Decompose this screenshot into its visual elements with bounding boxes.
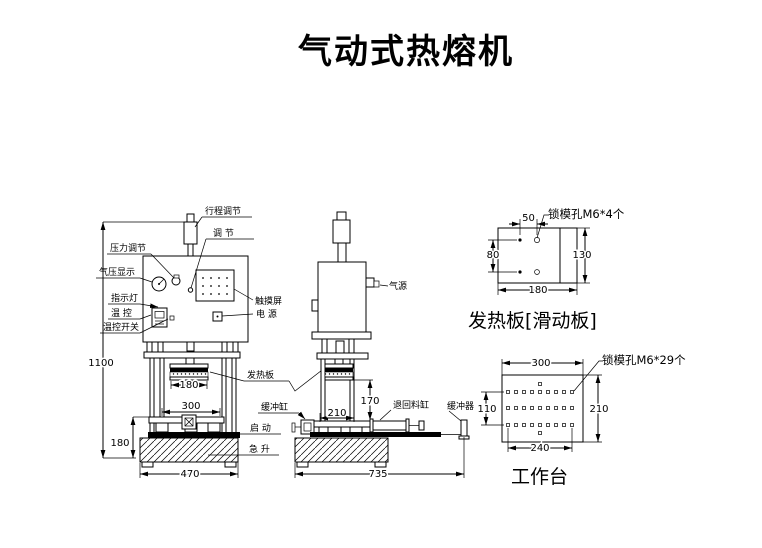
callout-start: 启 动 <box>250 422 271 434</box>
front-view: 1100 180 300 180 470 行程调节 调 节 <box>87 205 327 482</box>
pressure-regulator-knob <box>171 274 181 286</box>
front-dimensions: 1100 180 300 180 470 <box>87 221 239 482</box>
dim-base-height: 180 <box>110 438 129 449</box>
caption-heating-plate: 发热板[滑动板] <box>468 310 597 332</box>
callout-pressure-display: 气压显示 <box>99 266 135 278</box>
side-head-box <box>317 261 367 333</box>
dim-slide-depth: 210 <box>327 408 346 419</box>
dim-slide-width: 300 <box>181 401 200 412</box>
heating-plate-dims: 50 80 130 180 <box>485 212 593 298</box>
buffer-stop <box>441 419 470 440</box>
side-slide-table <box>291 419 441 437</box>
callout-buffer-cylinder: 缓冲缸 <box>261 401 288 413</box>
dim-total-height: 1100 <box>88 358 113 369</box>
side-frame <box>311 331 372 426</box>
side-callouts: 气源 退回料缸 缓冲器 <box>379 280 474 422</box>
heating-plate-outline <box>497 227 578 284</box>
machine-base-side <box>294 437 389 468</box>
air-inlet <box>365 277 380 288</box>
side-cylinder <box>332 211 351 264</box>
dim-worktable-height: 210 <box>589 404 608 415</box>
return-cylinder <box>369 418 425 433</box>
dim-heating-plate-width: 180 <box>179 380 198 391</box>
side-heating-stack <box>324 363 354 381</box>
dim-total-depth: 735 <box>368 469 387 480</box>
front-slide-table <box>148 414 240 438</box>
drawing-title: 气动式热熔机 <box>298 34 514 71</box>
callout-temp-control: 温 控 <box>111 307 132 319</box>
callout-indicator-light: 指示灯 <box>111 292 138 304</box>
callout-stroke-adjust: 行程调节 <box>205 205 241 217</box>
adjust-knob <box>187 287 194 293</box>
side-view: 170 210 735 气源 退回料缸 缓冲器 <box>291 211 474 482</box>
side-tab <box>311 299 319 312</box>
power-switch <box>212 311 223 322</box>
touch-screen <box>195 269 235 302</box>
stroke-cylinder <box>183 213 198 258</box>
callout-rapid-rise: 急 升 <box>249 443 270 455</box>
front-callouts: 行程调节 调 节 压力调节 气压显示 指示灯 温 控 温控开关 触摸屏 电 源 <box>96 205 327 456</box>
callout-lock-holes-4: 锁模孔M6*4个 <box>548 207 625 221</box>
temp-controller <box>151 307 168 328</box>
side-dimensions: 170 210 735 <box>294 379 465 482</box>
dim-plate-height: 130 <box>572 250 591 261</box>
heating-plate-detail: 50 80 130 180 锁模孔M6*4个 发热板[滑动板] <box>468 207 625 332</box>
worktable-holes <box>506 382 574 435</box>
pressure-gauge <box>151 276 167 292</box>
callout-power: 电 源 <box>256 308 277 320</box>
callout-return-cylinder: 退回料缸 <box>393 399 429 411</box>
temp-switch <box>169 315 175 321</box>
callout-lock-holes-29: 锁模孔M6*29个 <box>602 353 686 367</box>
callout-heating-plate: 发热板 <box>247 369 274 381</box>
dim-row-spacing: 110 <box>477 404 496 415</box>
callout-adjust: 调 节 <box>213 228 234 239</box>
heating-plate-stack <box>169 363 209 381</box>
dim-hole-spacing-y: 80 <box>487 250 500 261</box>
dim-plate-gap: 170 <box>360 396 379 407</box>
callout-buffer: 缓冲器 <box>447 400 474 412</box>
callout-touch-screen: 触摸屏 <box>255 295 282 307</box>
dim-plate-width: 180 <box>528 285 547 296</box>
heating-plate-holes <box>518 237 540 275</box>
dim-worktable-width: 300 <box>531 358 550 369</box>
callout-temp-control-switch: 温控开关 <box>103 321 139 333</box>
callout-pressure-adjust: 压力调节 <box>110 242 146 254</box>
dim-hole-spacing-x: 50 <box>522 213 535 224</box>
dim-hole-span: 240 <box>530 443 549 454</box>
caption-worktable: 工作台 <box>511 466 568 488</box>
callout-air-source: 气源 <box>389 280 407 292</box>
worktable-dims: 300 110 210 240 <box>476 357 610 456</box>
worktable-detail: 300 110 210 240 锁模孔M6*29个 工作台 <box>476 353 686 488</box>
dim-base-width: 470 <box>180 469 199 480</box>
machine-base-front <box>139 437 239 468</box>
